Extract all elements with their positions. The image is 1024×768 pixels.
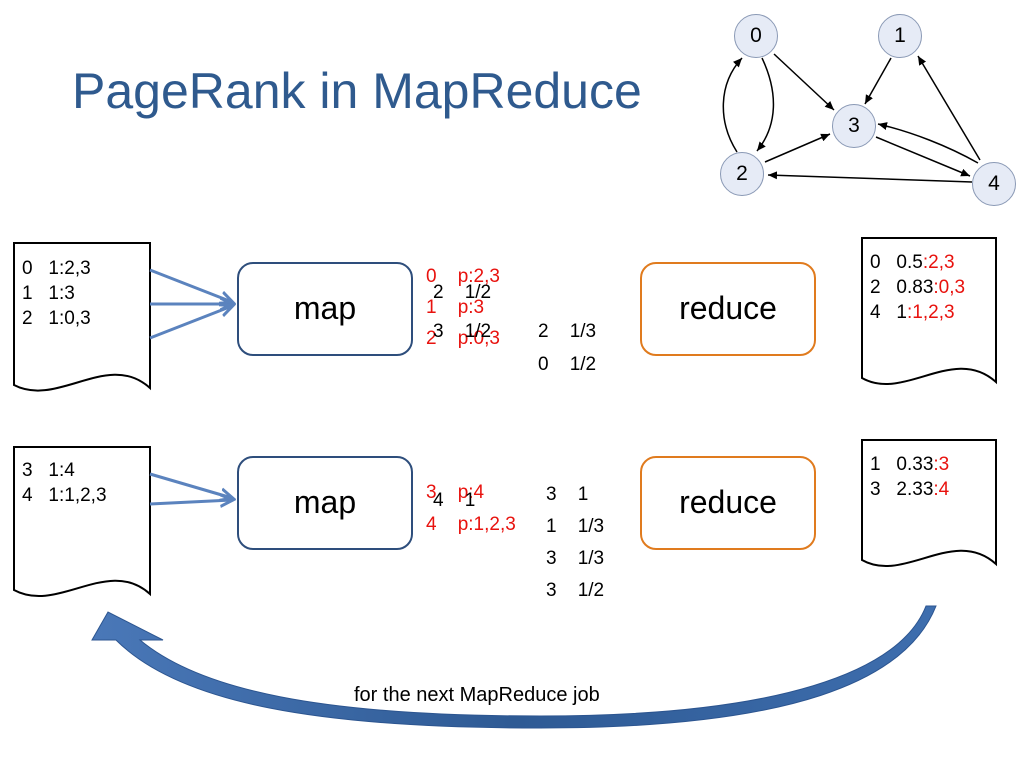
edge-0-2 [756, 57, 775, 152]
next-job-feedback-arrow [91, 605, 937, 729]
reduce-box-2: reduce [640, 456, 816, 550]
map-output-contribution: 3 1/3 [546, 548, 605, 569]
output-row: 1 0.33:3 [870, 454, 950, 475]
map-output-contribution: 0 1/2 [538, 354, 597, 375]
reduce-box-1: reduce [640, 262, 816, 356]
edge-2-0 [722, 57, 743, 153]
edge-0-3 [773, 53, 835, 111]
input-row: 0 1:2,3 [22, 258, 91, 279]
map-output-contribution: 3 1 [546, 484, 589, 505]
input-row: 1 1:3 [22, 283, 75, 304]
output-document-2: 1 0.33:3 3 2.33:4 [870, 452, 949, 502]
graph-node-1: 1 [878, 14, 922, 58]
input-row: 4 1:1,2,3 [22, 485, 107, 506]
output-document-2-shape [861, 439, 997, 567]
map-output-contribution: 4 1 [433, 490, 476, 511]
map-output-record: 0 p:2,3 [426, 266, 500, 287]
graph-node-0: 0 [734, 14, 778, 58]
input-document-1: 0 1:2,3 1 1:3 2 1:0,3 [22, 256, 91, 331]
map-output-contribution: 2 1/2 [433, 282, 492, 303]
input-to-map-arrows [149, 268, 232, 504]
map-box-1: map [237, 262, 413, 356]
map-output-record: 4 p:1,2,3 [426, 514, 516, 535]
page-title: PageRank in MapReduce [72, 63, 642, 119]
output-document-1: 0 0.5:2,3 2 0.83:0,3 4 1:1,2,3 [870, 250, 965, 325]
input-document-1-shape [13, 242, 151, 392]
edge-4-3 [877, 122, 979, 164]
map-output-record: 1 p:3 [426, 297, 485, 318]
output-row: 2 0.83:0,3 [870, 277, 966, 298]
edge-4-2 [767, 171, 973, 183]
graph-node-3: 3 [832, 104, 876, 148]
graph-edges [722, 53, 981, 183]
edge-1-3 [864, 57, 892, 105]
input-row: 3 1:4 [22, 460, 75, 481]
edge-3-4 [875, 136, 971, 177]
input-document-2: 3 1:4 4 1:1,2,3 [22, 458, 107, 508]
map-output-record: 2 p:0,3 [426, 328, 500, 349]
map-output-record: 3 p:4 [426, 482, 485, 503]
output-row: 4 1:1,2,3 [870, 302, 955, 323]
edge-2-3 [764, 133, 831, 163]
feedback-caption: for the next MapReduce job [354, 684, 600, 706]
map-output-contribution: 3 1/2 [433, 321, 492, 342]
edge-4-1 [917, 55, 981, 161]
output-document-1-shape [861, 237, 997, 385]
map-output-contribution: 3 1/2 [546, 580, 605, 601]
output-row: 0 0.5:2,3 [870, 252, 955, 273]
graph-node-4: 4 [972, 162, 1016, 206]
graph-node-2: 2 [720, 152, 764, 196]
map-output-contribution: 1 1/3 [546, 516, 605, 537]
output-row: 3 2.33:4 [870, 479, 950, 500]
input-document-2-shape [13, 446, 151, 597]
map-output-contribution: 2 1/3 [538, 321, 597, 342]
input-row: 2 1:0,3 [22, 308, 91, 329]
map-box-2: map [237, 456, 413, 550]
